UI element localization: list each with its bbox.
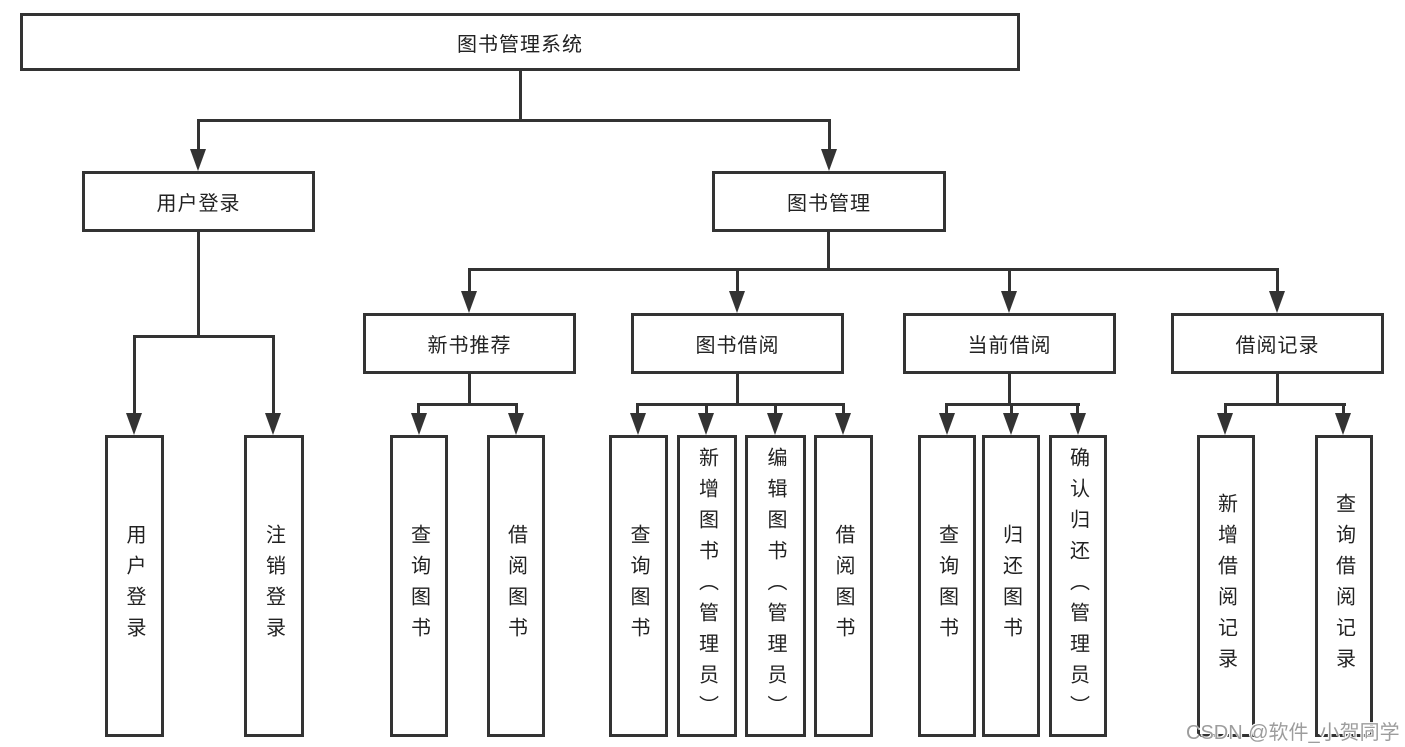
leaf-logout-label: 注销登录 [262,524,285,648]
leaf-query-books-recommend-label: 查询图书 [407,524,430,648]
leaf-query-borrow-record: 查询借阅记录 [1315,435,1373,737]
leaf-add-borrow-record: 新增借阅记录 [1197,435,1255,737]
connector-root-stem [519,70,522,119]
node-user-login: 用户登录 [82,171,315,232]
node-current-borrowing-label: 当前借阅 [967,335,1052,357]
connector-book-mgmt-drop [828,119,831,149]
arrowhead-down-icon [126,413,142,435]
leaf-borrow-books-recommend-label: 借阅图书 [504,524,527,648]
connector-book-borrow-rail [636,403,845,406]
arrowhead-down-icon [411,413,427,435]
node-book-borrowing: 图书借阅 [631,313,844,374]
connector-leaf-drop [515,403,518,413]
arrowhead-down-icon [821,149,837,171]
leaf-logout: 注销登录 [244,435,304,737]
csdn-watermark: CSDN @软件_小贺同学 [1186,722,1400,744]
connector-level3-drop [1276,268,1279,291]
connector-leaf-drop [133,335,136,413]
node-book-management: 图书管理 [712,171,946,232]
node-current-borrowing: 当前借阅 [903,313,1116,374]
connector-leaf-drop [1224,403,1227,413]
arrowhead-down-icon [835,413,851,435]
leaf-edit-book-admin-label: 编辑图书（管理员） [764,446,786,726]
arrowhead-down-icon [461,291,477,313]
connector-user-login-stem [197,232,200,337]
arrowhead-down-icon [1070,413,1086,435]
connector-leaf-drop [774,403,777,413]
node-borrowing-records: 借阅记录 [1171,313,1384,374]
leaf-borrow-books-recommend: 借阅图书 [487,435,545,737]
leaf-query-books-borrowing-label: 查询图书 [627,524,649,648]
arrowhead-down-icon [1003,413,1019,435]
connector-level3-drop [736,268,739,291]
node-book-borrowing-label: 图书借阅 [695,335,780,357]
connector-leaf-drop [417,403,420,413]
arrowhead-down-icon [1269,291,1285,313]
leaf-query-books-borrowing: 查询图书 [609,435,668,737]
connector-leaf-drop [705,403,708,413]
arrowhead-down-icon [265,413,281,435]
connector-current-borrow-stem [1008,372,1011,406]
arrowhead-down-icon [190,149,206,171]
connector-borrow-record-stem [1276,372,1279,406]
connector-user-login-rail [133,335,275,338]
connector-leaf-drop [272,335,275,413]
leaf-add-book-admin-label: 新增图书（管理员） [695,446,718,726]
connector-leaf-drop [1076,403,1079,413]
arrowhead-down-icon [630,413,646,435]
connector-book-borrow-stem [736,372,739,406]
leaf-add-book-admin: 新增图书（管理员） [677,435,737,737]
node-user-login-label: 用户登录 [156,193,241,215]
leaf-confirm-return-admin-label: 确认归还（管理员） [1066,446,1089,726]
connector-user-login-drop [197,119,200,149]
node-root: 图书管理系统 [20,13,1020,71]
connector-new-book-stem [468,372,471,406]
connector-level2-rail [197,119,830,122]
arrowhead-down-icon [729,291,745,313]
connector-leaf-drop [842,403,845,413]
connector-leaf-drop [636,403,639,413]
leaf-borrow-books-borrowing-label: 借阅图书 [832,524,854,648]
connector-leaf-drop [945,403,948,413]
leaf-query-books-current-label: 查询图书 [935,524,958,648]
arrowhead-down-icon [508,413,524,435]
leaf-user-login: 用户登录 [105,435,164,737]
leaf-return-books: 归还图书 [982,435,1040,737]
connector-leaf-drop [1010,403,1013,413]
leaf-query-books-current: 查询图书 [918,435,976,737]
node-borrowing-records-label: 借阅记录 [1235,335,1320,357]
arrowhead-down-icon [1335,413,1351,435]
arrowhead-down-icon [939,413,955,435]
leaf-edit-book-admin: 编辑图书（管理员） [745,435,806,737]
connector-level3-rail [468,268,1279,271]
connector-leaf-drop [1342,403,1345,413]
leaf-return-books-label: 归还图书 [999,524,1022,648]
node-new-book-recommendation: 新书推荐 [363,313,576,374]
connector-book-mgmt-stem [827,232,830,270]
arrowhead-down-icon [1001,291,1017,313]
node-book-management-label: 图书管理 [787,193,871,215]
node-root-label: 图书管理系统 [457,33,583,56]
leaf-query-books-recommend: 查询图书 [390,435,448,737]
connector-new-book-rail [417,403,518,406]
leaf-add-borrow-record-label: 新增借阅记录 [1214,493,1237,679]
arrowhead-down-icon [698,413,714,435]
leaf-borrow-books-borrowing: 借阅图书 [814,435,873,737]
leaf-query-borrow-record-label: 查询借阅记录 [1332,493,1355,679]
leaf-user-login-label: 用户登录 [123,524,145,648]
arrowhead-down-icon [1217,413,1233,435]
arrowhead-down-icon [767,413,783,435]
connector-borrow-record-rail [1224,403,1346,406]
leaf-confirm-return-admin: 确认归还（管理员） [1049,435,1107,737]
connector-level3-drop [1008,268,1011,291]
node-new-book-recommendation-label: 新书推荐 [427,335,512,357]
connector-level3-drop [468,268,471,291]
